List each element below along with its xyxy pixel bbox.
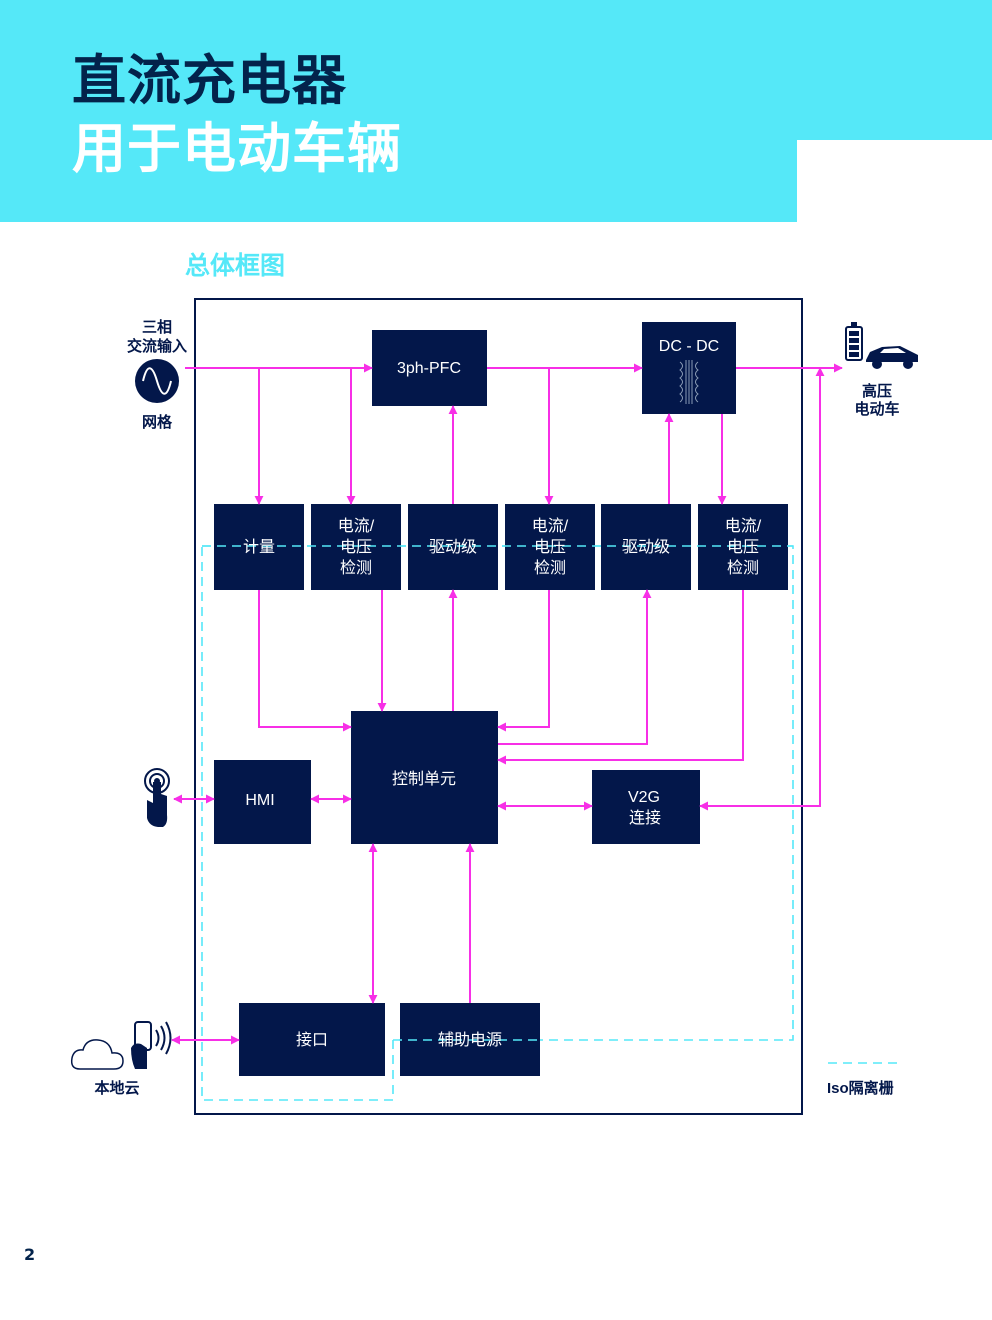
block-control	[351, 711, 498, 844]
block-hmi	[214, 760, 311, 844]
phone-signal-icon	[131, 1021, 172, 1069]
label-control: 控制单元	[392, 770, 456, 788]
label-ac-input-l1: 三相	[142, 318, 172, 336]
touch-hand-icon	[144, 768, 170, 827]
link-sense3-control	[497, 590, 744, 765]
block-metering	[214, 504, 304, 590]
label-driver1: 驱动级	[429, 538, 477, 556]
label-sense3-l1: 电流/	[725, 517, 762, 535]
link-ev-v2g	[699, 367, 825, 811]
block-driver-2	[601, 504, 691, 590]
label-pfc: 3ph-PFC	[397, 360, 461, 377]
block-sense-2	[505, 504, 595, 590]
page-subtitle: 用于电动车辆	[72, 117, 402, 180]
block-driver-1	[408, 504, 498, 590]
block-v2g	[592, 770, 700, 844]
label-metering: 计量	[243, 538, 275, 556]
system-frame	[194, 298, 803, 1115]
block-pfc	[372, 330, 487, 406]
label-ac-input-l2: 交流输入	[127, 337, 187, 355]
block-interface	[239, 1003, 385, 1076]
label-sense3-l2: 电压	[727, 538, 759, 556]
label-sense1-l2: 电压	[340, 538, 372, 556]
label-interface: 接口	[296, 1031, 328, 1049]
label-aux-power: 辅助电源	[438, 1031, 502, 1049]
block-dcdc	[642, 322, 736, 414]
legend-iso-label: Iso隔离栅	[827, 1079, 894, 1097]
label-sense3-l3: 检测	[727, 559, 759, 577]
label-v2g-l2: 连接	[629, 809, 661, 827]
page-number: 2	[24, 1245, 36, 1264]
header-notch	[797, 140, 992, 222]
label-hv-ev-l2: 电动车	[854, 400, 899, 418]
label-hv-ev-l1: 高压	[862, 382, 892, 400]
sine-wave-icon	[135, 359, 179, 403]
label-grid: 网格	[142, 413, 173, 431]
cloud-icon	[70, 1039, 124, 1070]
label-sense2-l1: 电流/	[532, 517, 569, 535]
label-sense1-l3: 检测	[340, 559, 372, 577]
label-sense1-l1: 电流/	[338, 517, 375, 535]
link-sense2-control	[497, 590, 550, 732]
label-v2g-l1: V2G	[628, 789, 660, 806]
car-icon	[866, 346, 918, 369]
link-metering-control	[258, 590, 352, 732]
battery-icon	[845, 322, 863, 361]
block-sense-1	[311, 504, 401, 590]
link-control-driver2	[498, 589, 652, 745]
label-sense2-l3: 检测	[534, 559, 566, 577]
transformer-icon	[679, 360, 699, 404]
label-sense2-l2: 电压	[534, 538, 566, 556]
label-dcdc: DC - DC	[659, 338, 719, 355]
label-driver2: 驱动级	[622, 538, 670, 556]
label-cloud: 本地云	[94, 1079, 139, 1097]
section-title: 总体框图	[185, 251, 286, 280]
label-hmi: HMI	[245, 792, 274, 809]
page-title: 直流充电器	[72, 49, 347, 112]
